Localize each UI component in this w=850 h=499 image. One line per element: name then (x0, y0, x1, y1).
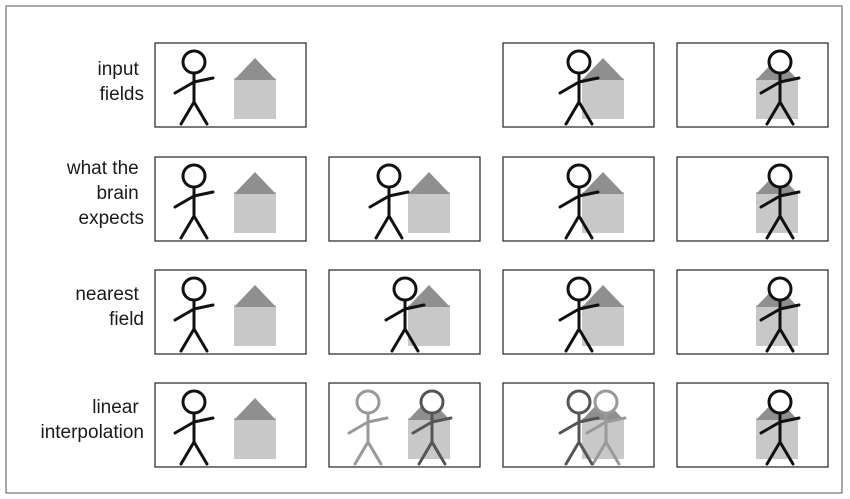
frame-panel (503, 270, 654, 354)
frame-panel (677, 43, 828, 127)
frame-panel (155, 383, 306, 467)
panel-border (329, 157, 480, 241)
panel-border (329, 383, 480, 467)
frame-panel (503, 43, 654, 127)
frame-panel (155, 157, 306, 241)
frame-panel (329, 157, 480, 241)
panel-border (155, 383, 306, 467)
panel-border (155, 43, 306, 127)
frame-panel (677, 270, 828, 354)
frame-panel (677, 383, 828, 467)
frame-panel (503, 383, 654, 467)
frame-panel (329, 383, 480, 467)
panel-border (677, 270, 828, 354)
panel-border (677, 157, 828, 241)
frame-panel (155, 270, 306, 354)
panel-border (677, 43, 828, 127)
frame-panel (677, 157, 828, 241)
panel-border (677, 383, 828, 467)
frame-panel (503, 157, 654, 241)
panel-border (155, 157, 306, 241)
frame-panel (329, 270, 480, 354)
panel-border (155, 270, 306, 354)
frame-panel (155, 43, 306, 127)
